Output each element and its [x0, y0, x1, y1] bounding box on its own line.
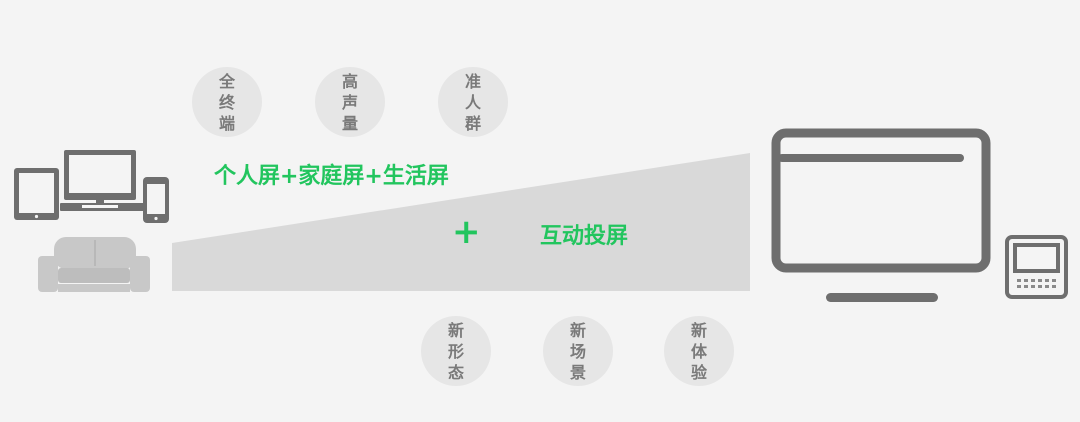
bubble-char: 端 — [218, 113, 235, 133]
bubble-all-terminals: 全 终 端 — [192, 67, 262, 137]
tablet-icon — [14, 168, 59, 220]
bubble-char: 新 — [690, 320, 707, 340]
small-tv-icon — [1005, 235, 1068, 299]
bubble-char: 形 — [447, 341, 464, 361]
bubble-high-volume: 高 声 量 — [315, 67, 385, 137]
bubble-char: 新 — [447, 320, 464, 340]
bubble-char: 验 — [690, 362, 707, 382]
interactive-cast-label: 互动投屏 — [540, 224, 629, 249]
bubble-char: 新 — [569, 320, 586, 340]
screens-label: 个人屏+家庭屏+生活屏 — [214, 164, 449, 189]
bubble-new-form: 新 形 态 — [421, 316, 491, 386]
sofa-icon — [38, 237, 150, 292]
growth-wedge — [172, 153, 750, 291]
bubble-char: 声 — [341, 92, 358, 112]
bubble-new-experience: 新 体 验 — [664, 316, 734, 386]
bubble-char: 体 — [690, 341, 707, 361]
desktop-monitor-icon — [60, 150, 144, 211]
plus-sign: + — [452, 212, 481, 252]
tv-icon — [771, 128, 991, 302]
bubble-precise-audience: 准 人 群 — [438, 67, 508, 137]
bubble-char: 场 — [569, 341, 586, 361]
bubble-char: 群 — [464, 113, 481, 133]
bubble-char: 人 — [464, 92, 481, 112]
bubble-char: 态 — [447, 362, 464, 382]
bubble-char: 全 — [218, 71, 235, 91]
bubble-new-scene: 新 场 景 — [543, 316, 613, 386]
bubble-char: 准 — [464, 71, 481, 91]
bubble-char: 量 — [341, 113, 358, 133]
bubble-char: 景 — [569, 362, 586, 382]
bubble-char: 终 — [218, 92, 235, 112]
phone-icon — [143, 177, 169, 223]
bubble-char: 高 — [341, 71, 358, 91]
